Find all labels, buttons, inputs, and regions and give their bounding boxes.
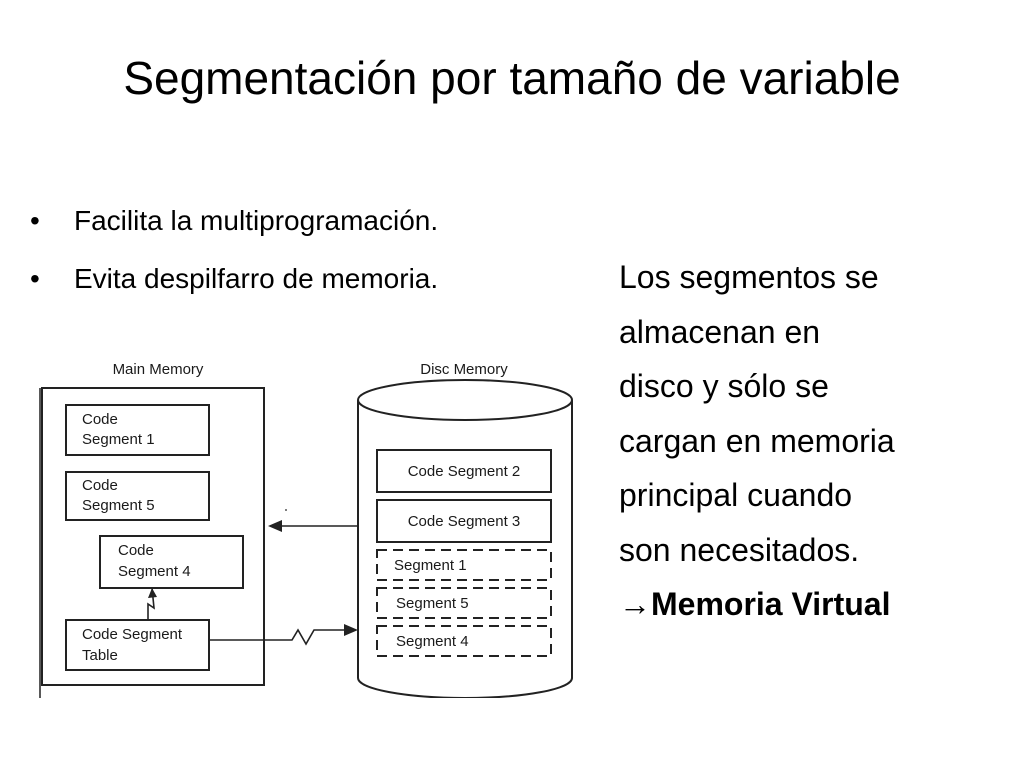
disc-box-label: Segment 5	[396, 595, 469, 612]
main-box-label: Table	[82, 647, 118, 664]
left-arrowhead-icon	[268, 520, 282, 532]
main-box-label: Segment 5	[82, 497, 155, 514]
disc-box-label: Segment 4	[396, 633, 469, 650]
main-box-label: Segment 4	[118, 563, 191, 580]
bullet-item: • Facilita la multiprogramación.	[30, 192, 438, 250]
side-text-line: son necesitados.	[619, 531, 860, 568]
bullet-dot: •	[30, 205, 40, 236]
link-arrowhead	[148, 588, 157, 598]
disc-box-label: Code Segment 2	[408, 463, 521, 480]
bullet-item: • Evita despilfarro de memoria.	[30, 250, 438, 308]
disc-segment-1	[376, 549, 552, 581]
disc-cylinder-top	[357, 379, 573, 421]
disc-code-segment-3	[376, 499, 552, 543]
bullet-dot: •	[30, 263, 40, 294]
memory-diagram: Main Memory Disc Memory Code Segment 1 C…	[36, 352, 596, 698]
main-box-label: Code	[118, 542, 154, 559]
bullet-list: • Facilita la multiprogramación. • Evita…	[30, 192, 438, 308]
disc-code-segment-2	[376, 449, 552, 493]
disc-box-label: Code Segment 3	[408, 513, 521, 530]
side-text-line: almacenan en	[619, 313, 821, 350]
memory-diagram-svg: Main Memory Disc Memory Code Segment 1 C…	[39, 361, 573, 698]
main-box-label: Segment 1	[82, 431, 155, 448]
main-memory-label: Main Memory	[113, 361, 204, 378]
bullet-text: Facilita la multiprogramación.	[74, 205, 439, 236]
conclusion-line: →Memoria Virtual	[619, 577, 999, 632]
disc-memory-label: Disc Memory	[420, 361, 508, 378]
scan-speck	[285, 509, 287, 511]
table-to-disc-arrow	[209, 628, 346, 646]
side-text-line: principal cuando	[619, 477, 853, 513]
main-box-code-segment-5	[65, 471, 210, 521]
disc-segment-4	[376, 625, 552, 657]
main-box-label: Code Segment	[82, 626, 183, 643]
side-text-line: Los segmentos se	[619, 259, 879, 295]
side-explanation: Los segmentos se almacenan en disco y só…	[619, 250, 999, 632]
side-text-line: disco y sólo se	[619, 368, 829, 404]
main-memory-frame	[41, 387, 265, 686]
main-box-segment-table	[65, 619, 210, 671]
bullet-text: Evita despilfarro de memoria.	[74, 263, 439, 294]
main-box-code-segment-4	[99, 535, 244, 589]
table-to-segment-link	[147, 587, 155, 620]
conclusion-text: Memoria Virtual	[651, 586, 891, 622]
right-arrow-icon: →	[619, 586, 651, 622]
main-box-label: Code	[82, 411, 118, 428]
disc-segment-5	[376, 587, 552, 619]
disc-box-label: Segment 1	[394, 557, 467, 574]
disc-cylinder-body	[357, 400, 573, 698]
right-arrowhead-icon	[344, 624, 358, 636]
main-box-label: Code	[82, 477, 118, 494]
side-text-line: cargan en memoria	[619, 422, 895, 459]
slide-title: Segmentación por tamaño de variable	[123, 52, 901, 104]
main-box-code-segment-1	[65, 404, 210, 456]
